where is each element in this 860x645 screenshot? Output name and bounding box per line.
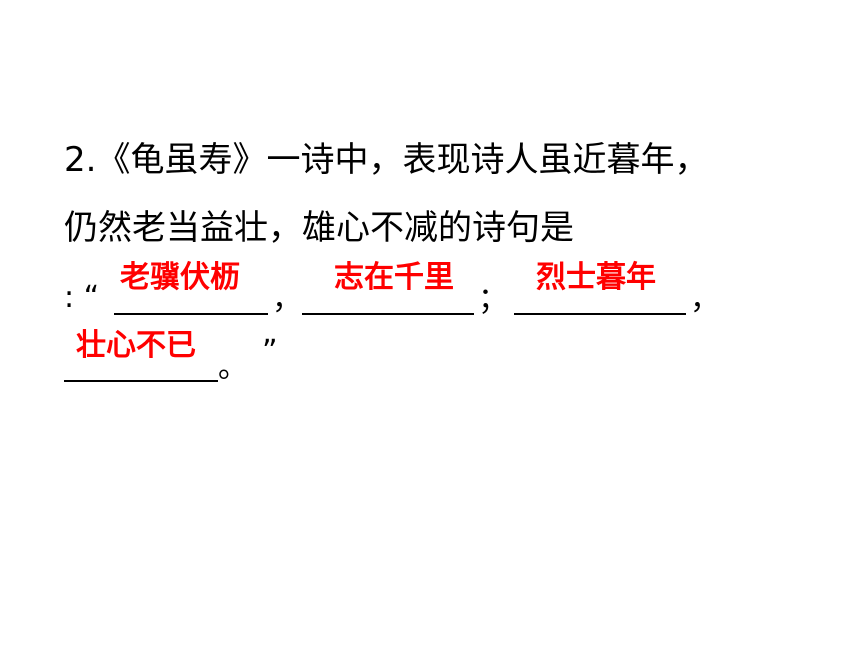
- answer-blank-3: [514, 313, 686, 315]
- closing-period: 。: [218, 350, 248, 385]
- answer-blank-2: [302, 313, 474, 315]
- separator-semicolon: ；: [478, 282, 508, 317]
- answer-4: 壮心不已: [76, 328, 196, 363]
- closing-quote: ”: [262, 334, 278, 369]
- answer-2: 志在千里: [334, 260, 454, 295]
- separator-comma-1: ，: [272, 282, 302, 317]
- separator-comma-2: ，: [690, 282, 720, 317]
- answer-3: 烈士暮年: [536, 260, 656, 295]
- question-line-2: 仍然老当益壮，雄心不减的诗句是: [64, 208, 574, 248]
- answer-blank-4: [64, 380, 218, 382]
- opening-quote: : “: [64, 280, 100, 315]
- answer-blank-1: [114, 313, 268, 315]
- question-line-1: 2.《龟虽寿》一诗中，表现诗人虽近暮年，: [64, 140, 709, 180]
- answer-1: 老骥伏枥: [120, 260, 240, 295]
